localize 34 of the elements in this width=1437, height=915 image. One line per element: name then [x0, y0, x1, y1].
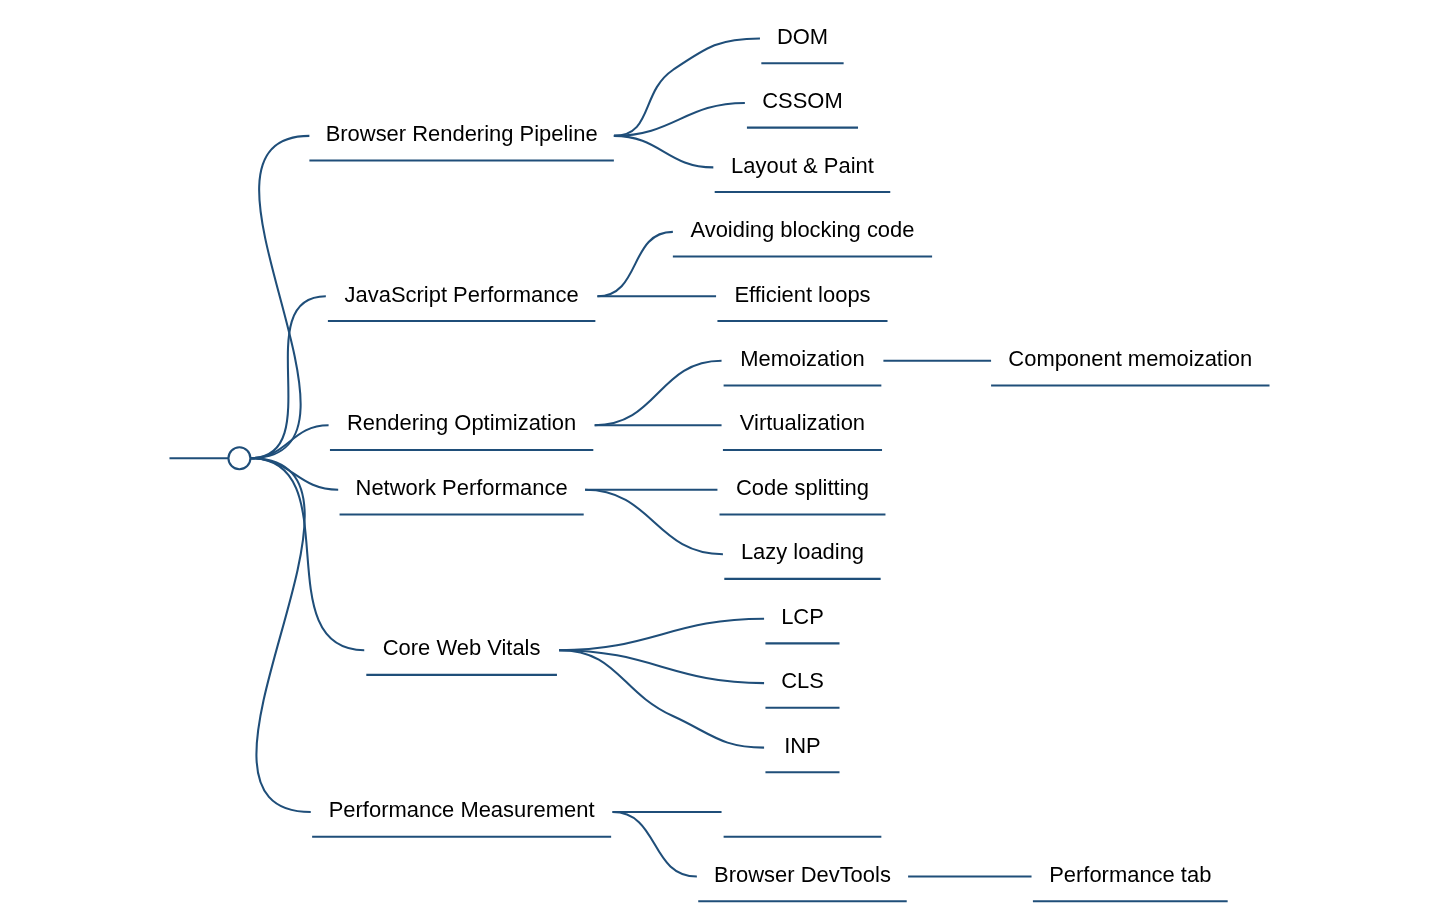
node-text: Layout & Paint	[730, 152, 874, 178]
node-text: Component memoization	[1007, 346, 1252, 372]
node-text: DOM	[776, 23, 828, 49]
node-text: Core Web Vitals	[382, 635, 540, 661]
node-text: Efficient loops	[733, 281, 871, 307]
node-text: CSSOM	[761, 88, 843, 114]
connector	[907, 875, 1032, 878]
connector	[594, 359, 722, 427]
node-text: JavaScript Performance	[344, 281, 579, 307]
node-text: Browser DevTools	[713, 861, 891, 887]
node-text: Browser Rendering Pipeline	[325, 121, 598, 147]
connector	[249, 457, 311, 814]
node-text: CLS	[780, 668, 824, 694]
node-text: Avoiding blocking code	[689, 217, 914, 243]
node-text: Virtualization	[739, 410, 865, 436]
connector	[613, 134, 713, 169]
node-text: INP	[783, 732, 821, 758]
node-text: Memoization	[739, 346, 865, 372]
node-text: Performance Measurement	[328, 797, 595, 823]
node-text: Lazy loading	[740, 539, 864, 565]
node-text: Network Performance	[355, 474, 568, 500]
connector	[168, 457, 228, 460]
connector	[594, 424, 722, 427]
connector	[584, 488, 723, 556]
connector	[558, 649, 764, 749]
connector	[611, 811, 697, 878]
node-text: Rendering Optimization	[346, 410, 576, 436]
node-text: Performance tab	[1048, 861, 1211, 887]
node-circle	[226, 446, 251, 471]
node-text: LCP	[780, 603, 824, 629]
node-text: Code splitting	[735, 474, 869, 500]
connector	[882, 359, 991, 362]
connector	[596, 295, 716, 298]
node-bar	[723, 835, 881, 838]
